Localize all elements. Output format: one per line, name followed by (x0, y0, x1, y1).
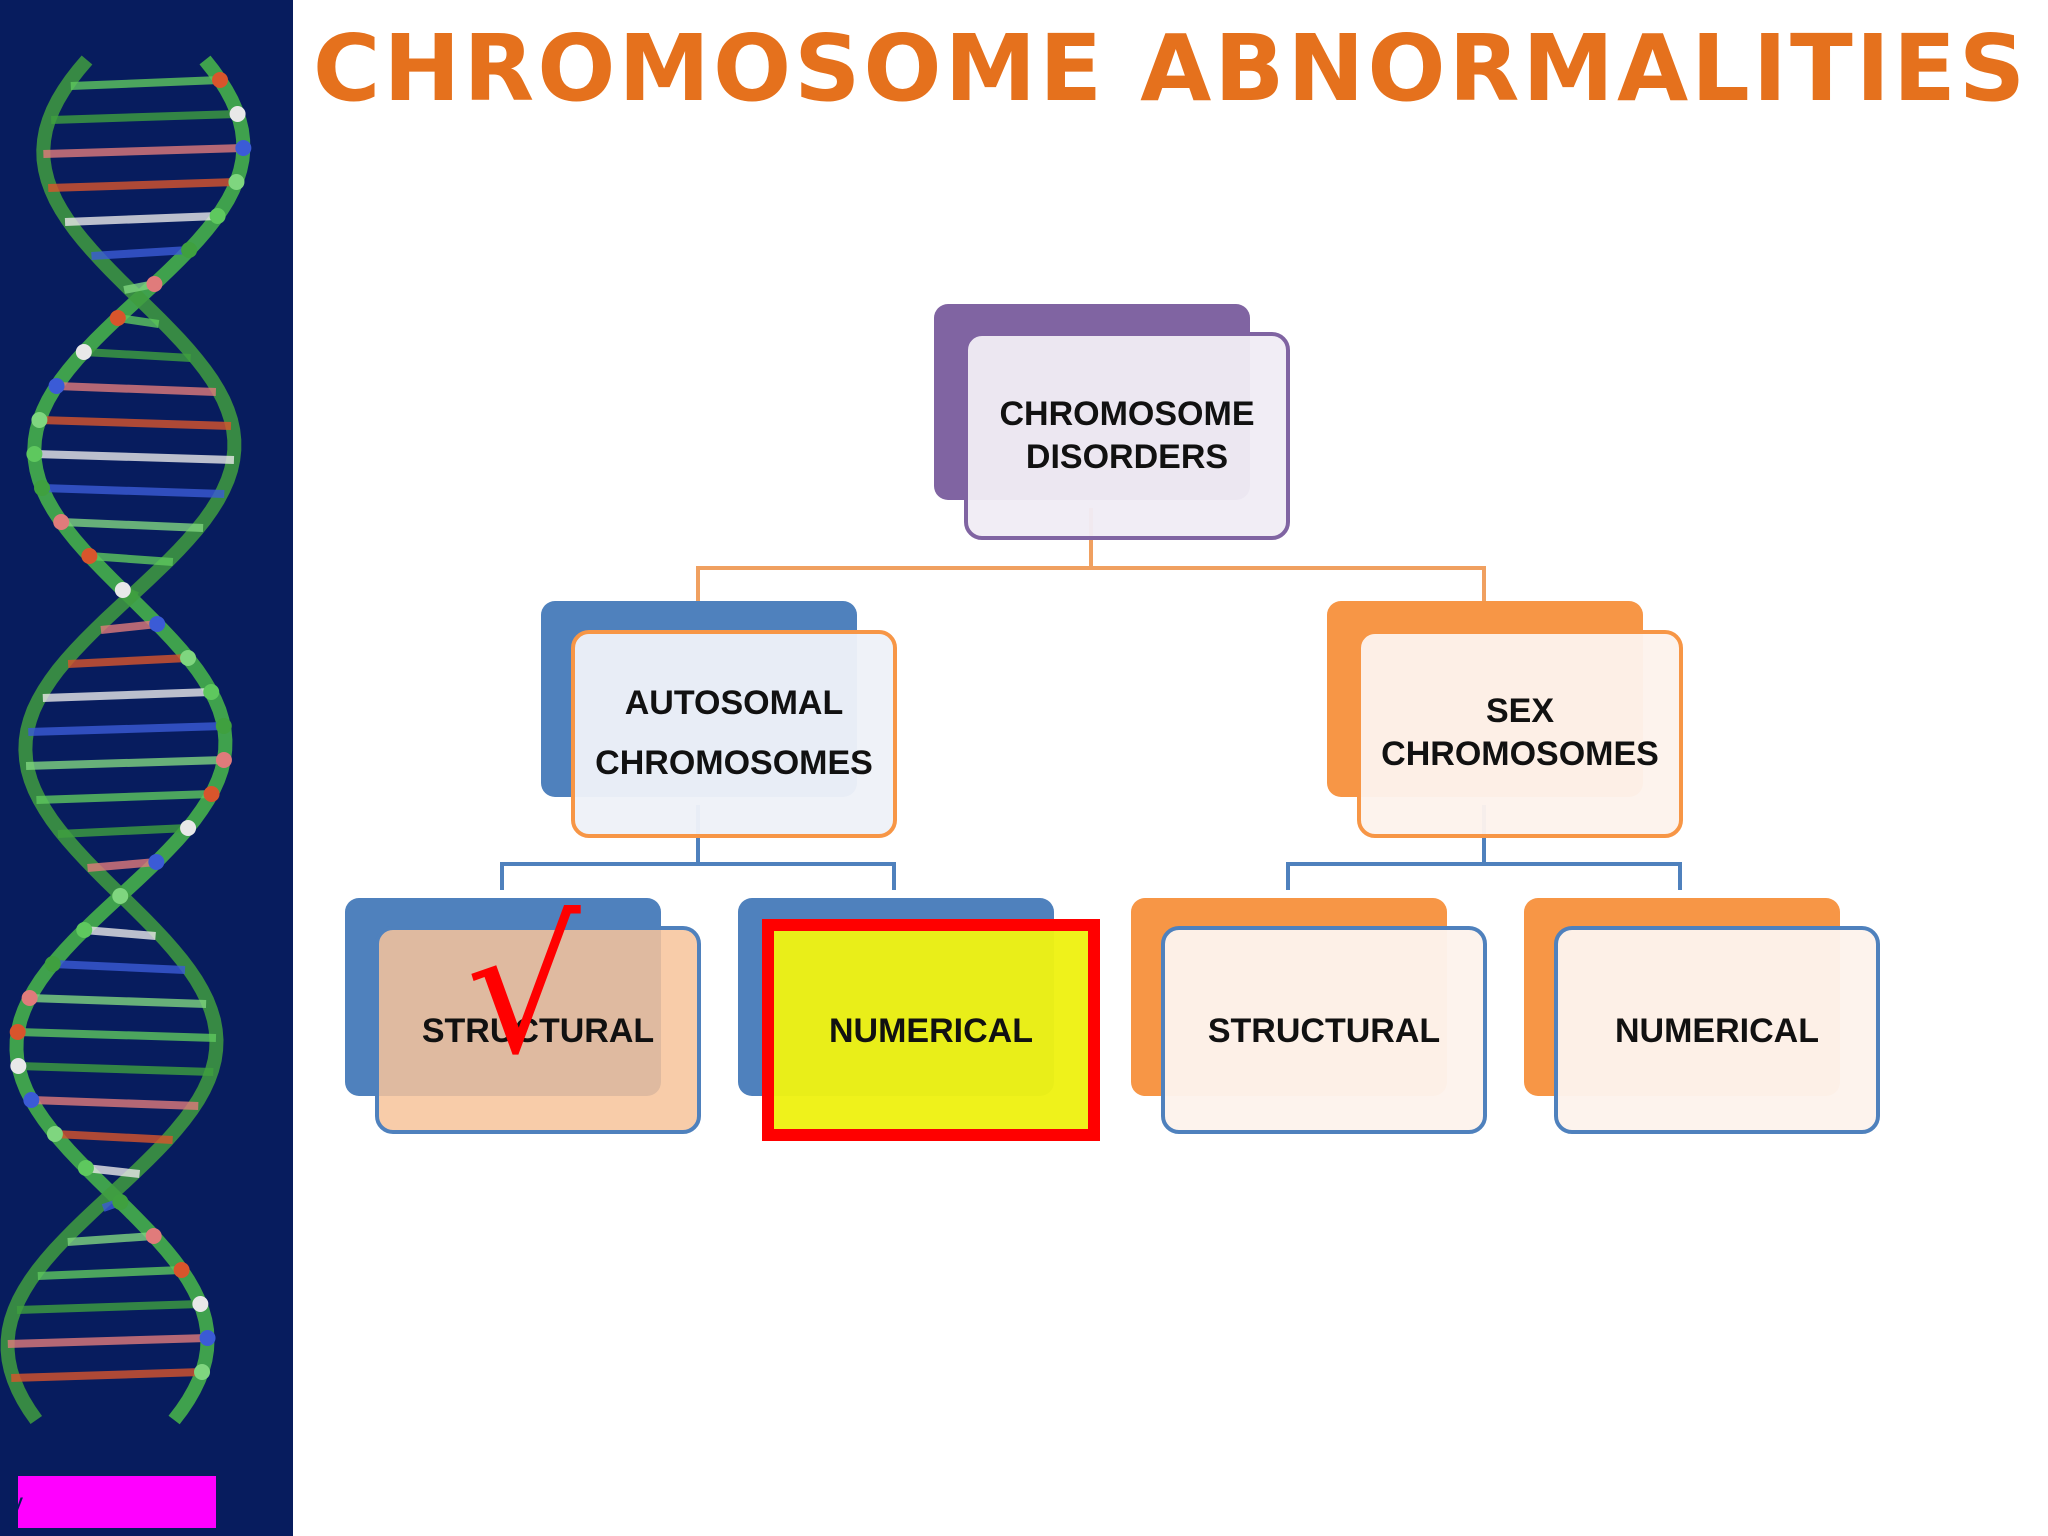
node-sex-structural-label: STRUCTURAL (1208, 1012, 1440, 1050)
page-title: CHROMOSOME ABNORMALITIES (312, 15, 2029, 122)
node-autosomal-structural: STRUCTURAL (345, 898, 701, 1134)
dna-helix-strands (0, 55, 252, 1425)
node-root-line1: CHROMOSOME (1000, 395, 1255, 433)
node-sex-structural: STRUCTURAL (1131, 898, 1487, 1134)
node-chromosome-disorders: CHROMOSOME DISORDERS (934, 304, 1290, 540)
node-autosomal-line2: CHROMOSOMES (595, 744, 873, 782)
sidebar-dna-panel: y (0, 0, 293, 1536)
node-sex-numerical: NUMERICAL (1524, 898, 1880, 1134)
connector-sex-right (1484, 862, 1682, 890)
connector-root-right (1091, 566, 1486, 602)
node-autosomal-chromosomes: AUTOSOMAL CHROMOSOMES (541, 601, 897, 838)
node-root-line2: DISORDERS (1026, 438, 1228, 476)
connector-autosomal-right (698, 862, 896, 890)
node-autosomal-line1: AUTOSOMAL (625, 684, 843, 722)
node-auto-structural-label: STRUCTURAL (422, 1012, 654, 1050)
check-mark-icon: √ (466, 885, 581, 1094)
node-sex-line2: CHROMOSOMES (1381, 735, 1659, 773)
node-sex-numerical-label: NUMERICAL (1615, 1012, 1819, 1050)
footer-tag: y (18, 1476, 216, 1528)
node-auto-numerical-label: NUMERICAL (829, 1012, 1033, 1050)
highlight-box (762, 919, 1100, 1141)
node-autosomal-numerical: NUMERICAL (738, 898, 1100, 1141)
node-sex-chromosomes: SEX CHROMOSOMES (1327, 601, 1683, 838)
node-sex-line1: SEX (1486, 692, 1554, 730)
dna-helix-image (0, 55, 252, 1425)
